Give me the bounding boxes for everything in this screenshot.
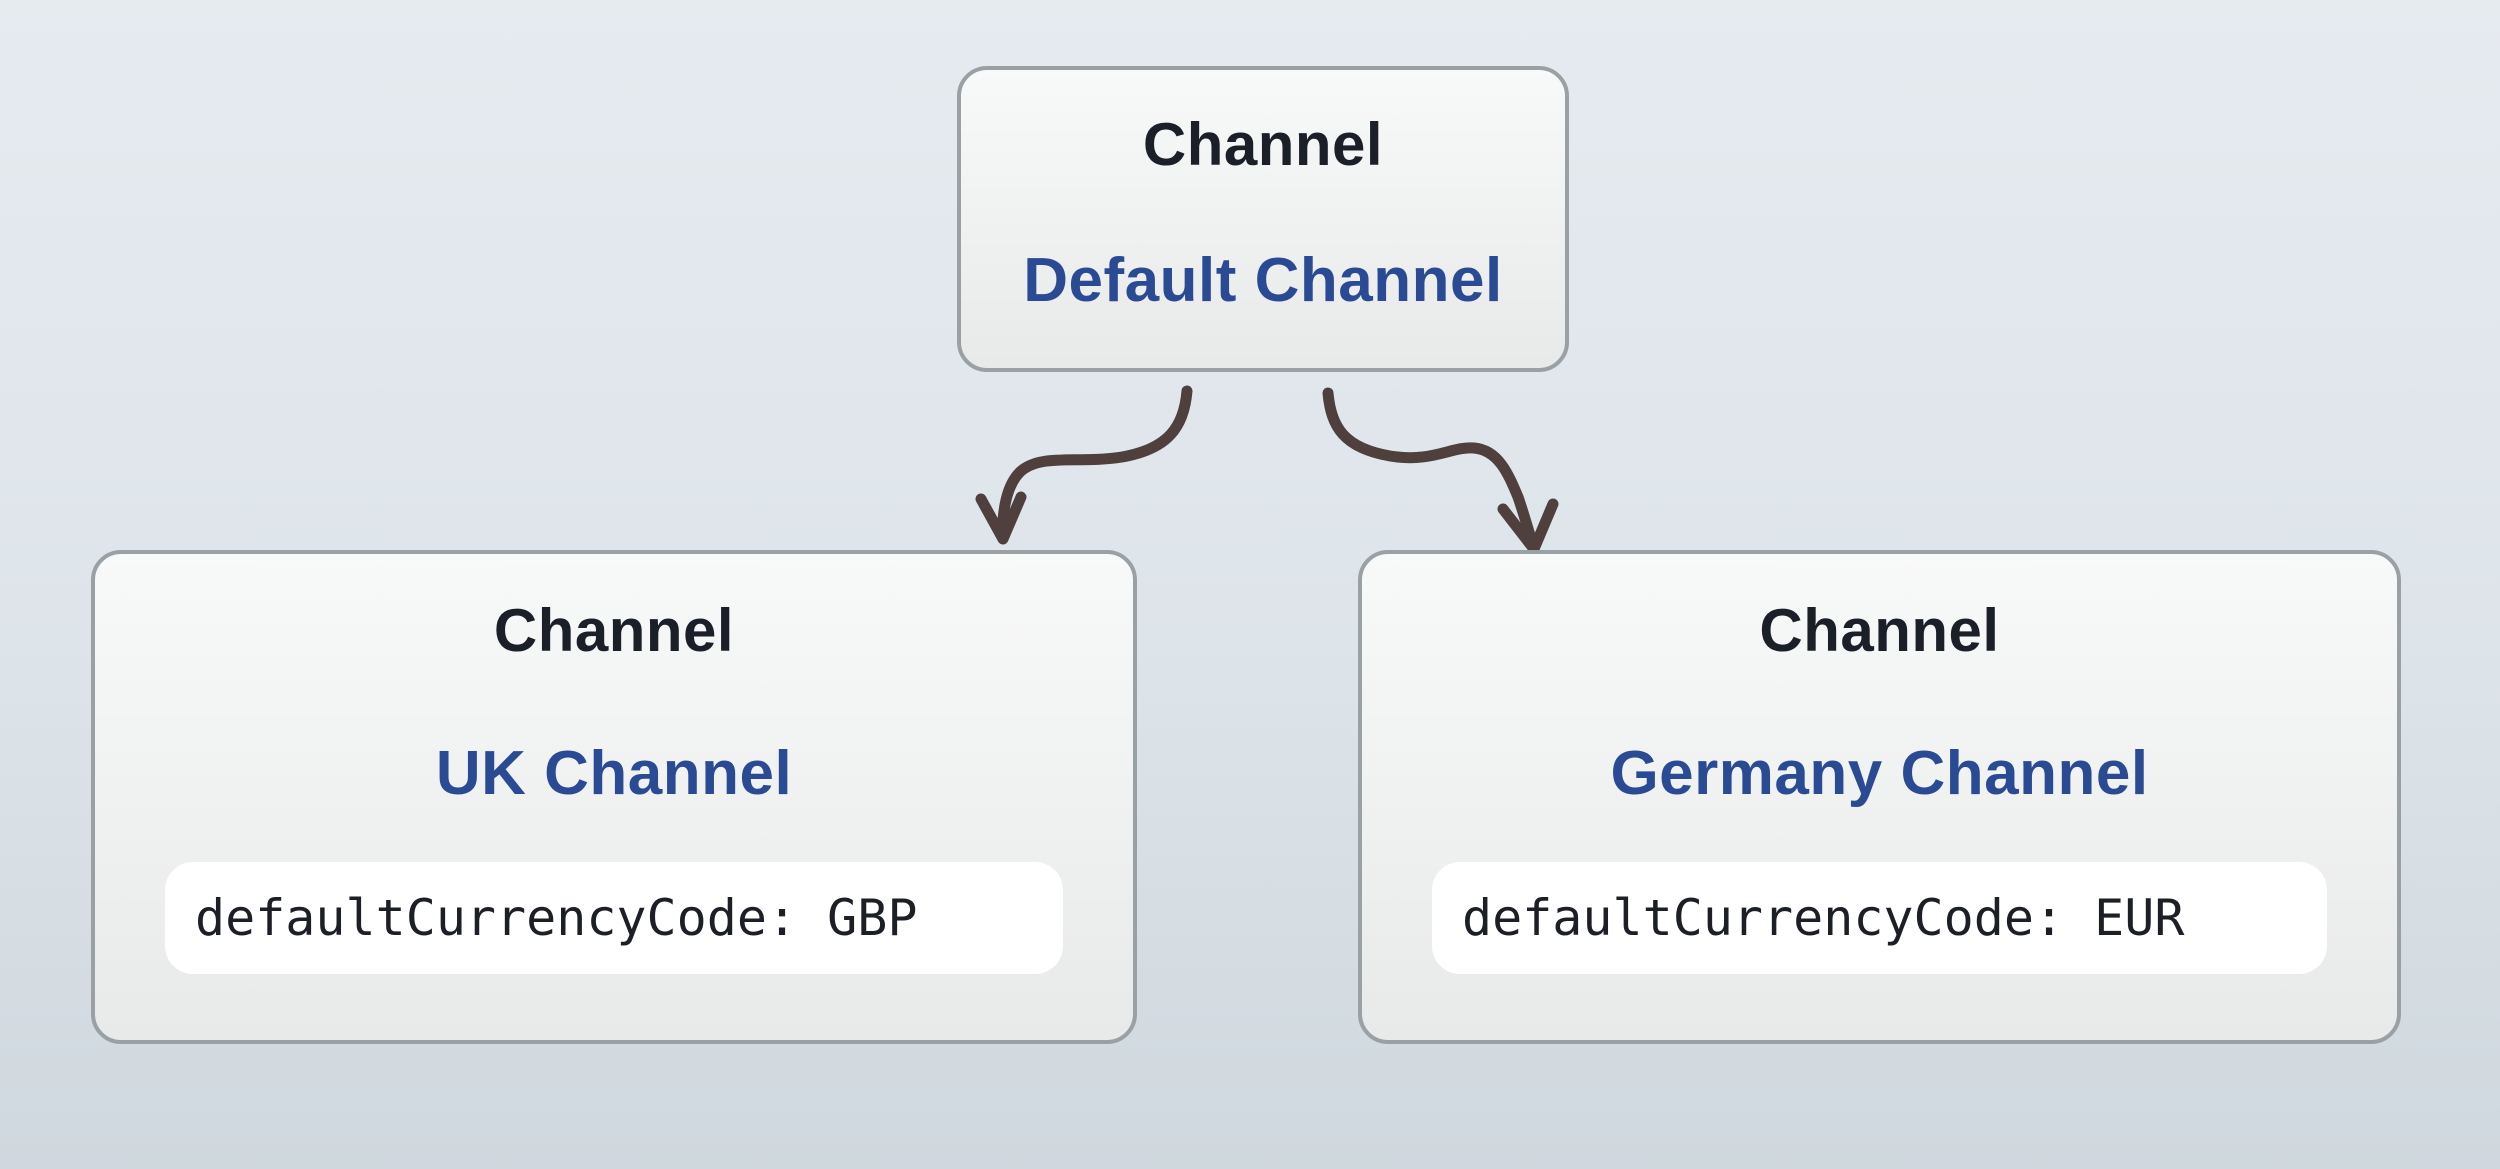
- currency-attribute: defaultCurrencyCode: EUR: [1462, 889, 2185, 947]
- arrowhead-icon: [1497, 498, 1559, 555]
- arrowhead-icon: [975, 491, 1027, 545]
- node-germany-channel: Channel Germany Channel defaultCurrencyC…: [1358, 550, 2401, 1044]
- entity-type-label: Channel: [493, 597, 735, 664]
- currency-code-pill: defaultCurrencyCode: EUR: [1432, 862, 2327, 974]
- node-uk-channel: Channel UK Channel defaultCurrencyCode: …: [91, 550, 1137, 1044]
- entity-type-label: Channel: [1142, 111, 1384, 178]
- arrow-to-uk-channel: [975, 385, 1193, 545]
- node-default-channel: Channel Default Channel: [957, 66, 1569, 372]
- channel-name: UK Channel: [435, 739, 793, 808]
- arrow-curve: [996, 385, 1193, 542]
- entity-type-label: Channel: [1759, 597, 2000, 664]
- arrow-to-germany-channel: [1322, 387, 1559, 555]
- channel-name: Germany Channel: [1610, 739, 2149, 808]
- arrow-curve: [1322, 387, 1540, 554]
- currency-attribute: defaultCurrencyCode: GBP: [195, 889, 918, 947]
- channel-name: Default Channel: [1023, 246, 1503, 315]
- currency-code-pill: defaultCurrencyCode: GBP: [165, 862, 1063, 974]
